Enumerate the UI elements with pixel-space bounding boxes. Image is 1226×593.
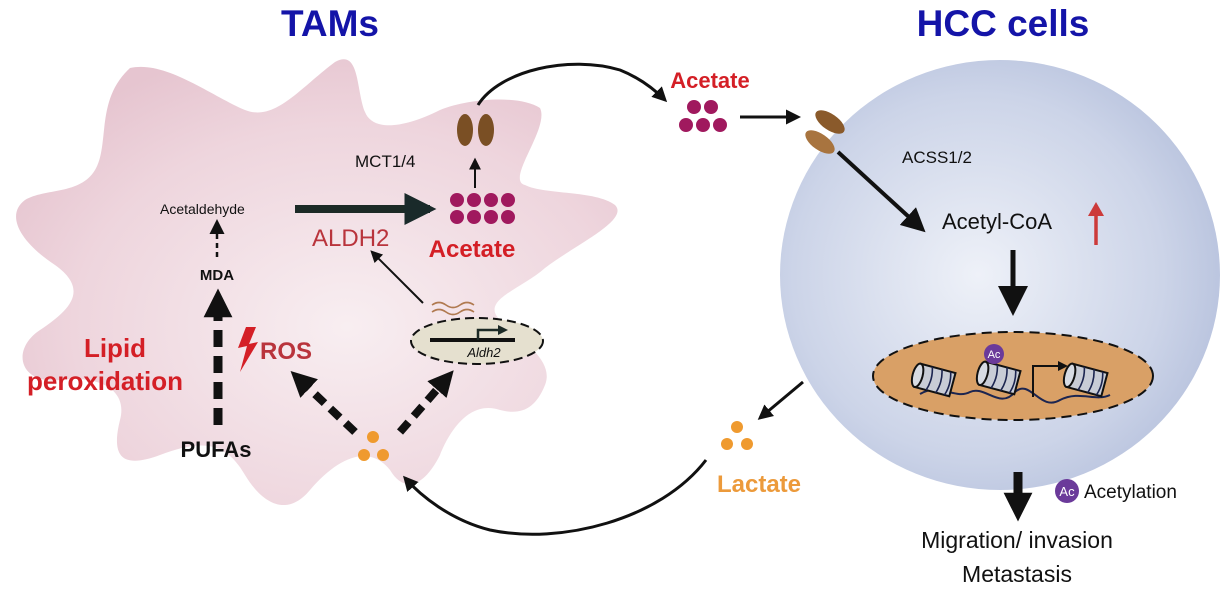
mda-label: MDA <box>200 267 234 284</box>
outcome-line-2: Metastasis <box>962 561 1072 587</box>
up-arrow-icon <box>1088 202 1104 245</box>
lipid-label-1: Lipid <box>84 333 146 363</box>
lactate-uptake-arrow <box>403 459 708 536</box>
hcc-transporter-icon <box>805 110 845 154</box>
lipid-label-2: peroxidation <box>27 366 183 396</box>
acetate-dot <box>679 118 693 132</box>
acetate-dot <box>704 100 718 114</box>
acetate-dots-inner <box>450 193 515 224</box>
ac-badge-nucleus: Ac <box>984 344 1004 364</box>
hcc-cell <box>780 60 1220 490</box>
lactate-dots-inner <box>358 431 389 461</box>
acetate-dot <box>696 118 710 132</box>
lactate-dots-outer <box>721 421 753 450</box>
acetate-dots-outer <box>679 100 727 132</box>
mrna-to-aldh2-arrow <box>370 250 424 304</box>
svg-text:Ac: Ac <box>988 349 1001 361</box>
ros-label: ROS <box>260 338 312 365</box>
mct-transporter-icon <box>457 114 494 146</box>
acetate-dot <box>484 210 498 224</box>
lactate-to-ros-arrow <box>290 370 358 435</box>
aldh2-gene-label: Aldh2 <box>466 345 501 360</box>
outcome-line-1: Migration/ invasion <box>921 527 1113 553</box>
mct-label: MCT1/4 <box>355 152 415 171</box>
acetate-inner-label: Acetate <box>429 236 516 263</box>
nucleosome-icon <box>975 360 1022 396</box>
acetate-outer-label: Acetate <box>670 68 749 93</box>
ac-legend-icon: Ac <box>1055 479 1079 503</box>
tam-cell <box>16 59 618 506</box>
acetate-dot <box>467 193 481 207</box>
lightning-icon <box>238 327 258 372</box>
acetyl-coa-label: Acetyl-CoA <box>942 209 1052 234</box>
nucleosome-icon <box>910 362 957 398</box>
transcription-start-icon <box>1032 361 1068 397</box>
hcc-title: HCC cells <box>917 3 1090 44</box>
acetate-dot <box>501 210 515 224</box>
acetate-dot <box>450 210 464 224</box>
lactate-export-arrow <box>757 380 804 420</box>
svg-text:Ac: Ac <box>1059 484 1075 499</box>
aldh2-gene-icon <box>410 301 544 365</box>
acetate-dot <box>501 193 515 207</box>
acss-reaction-arrow <box>836 150 926 233</box>
nucleosome-icons <box>910 360 1109 398</box>
lactate-to-aldh2-gene-arrow <box>396 370 454 435</box>
acss-label: ACSS1/2 <box>902 148 972 167</box>
acetate-dot <box>687 100 701 114</box>
acetate-dot <box>467 210 481 224</box>
lactate-label: Lactate <box>717 471 801 498</box>
pufas-label: PUFAs <box>181 437 252 462</box>
nucleosome-icon <box>1062 362 1109 398</box>
legend-label: Acetylation <box>1084 482 1177 503</box>
acetaldehyde-label: Acetaldehyde <box>160 201 245 217</box>
export-arrow <box>476 62 668 106</box>
acetate-dot <box>484 193 498 207</box>
tams-title: TAMs <box>281 3 379 44</box>
aldh2-label: ALDH2 <box>312 225 389 252</box>
acetate-dot <box>713 118 727 132</box>
acetate-dot <box>450 193 464 207</box>
